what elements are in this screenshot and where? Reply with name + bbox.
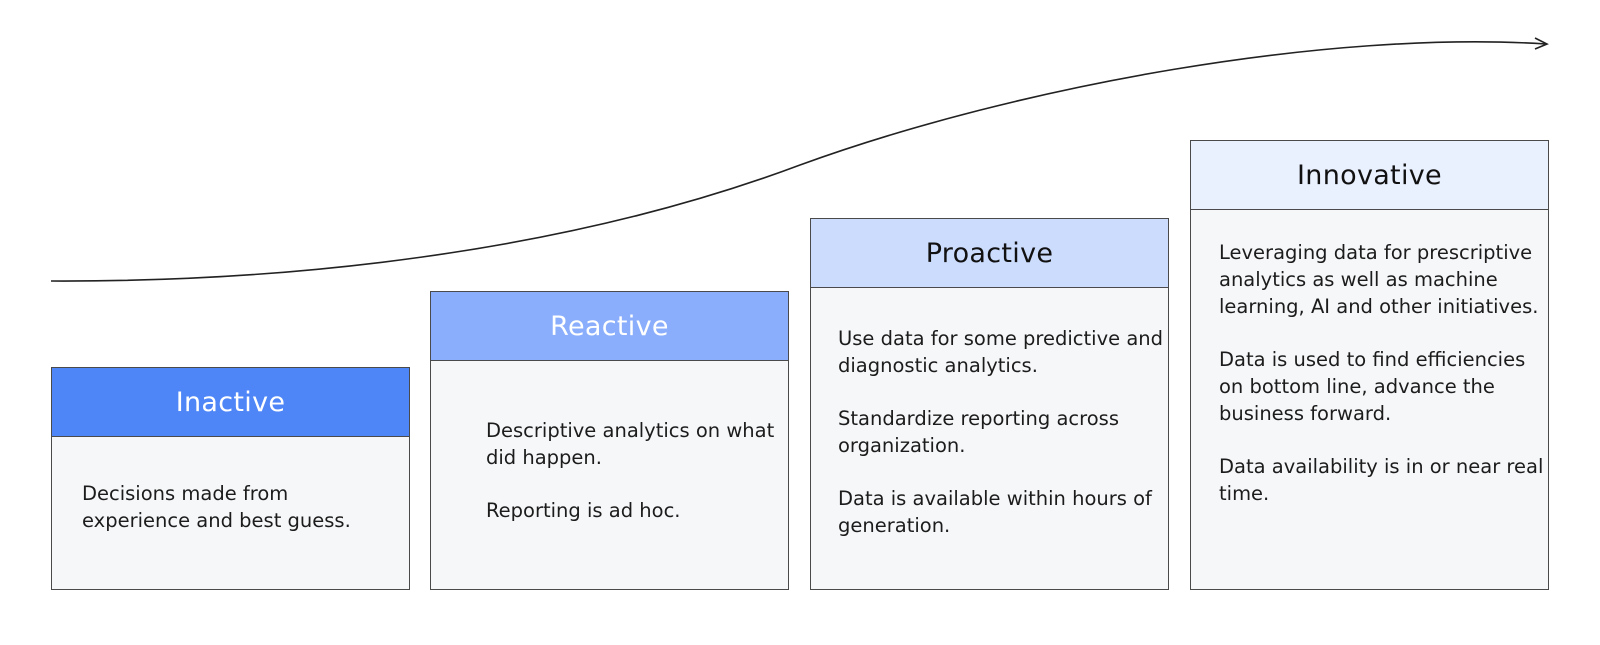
stage-description-line: Descriptive analytics on what did happen… xyxy=(486,419,775,469)
stage-description-line: Use data for some predictive and diagnos… xyxy=(838,327,1164,377)
stage-reactive: Reactive Descriptive analytics on what d… xyxy=(430,291,789,590)
stage-proactive: Proactive Use data for some predictive a… xyxy=(810,218,1169,590)
stage-description-line: Standardize reporting across organizatio… xyxy=(838,407,1119,457)
stage-description: Decisions made from experience and best … xyxy=(82,480,402,534)
stage-title: Inactive xyxy=(52,368,409,437)
stage-innovative: Innovative Leveraging data for prescript… xyxy=(1190,140,1549,590)
stage-description: Leveraging data for prescriptive analyti… xyxy=(1219,239,1544,507)
stage-description-line: Data availability is in or near real tim… xyxy=(1219,455,1544,505)
stage-description-line: Data is available within hours of genera… xyxy=(838,487,1152,537)
stage-title: Reactive xyxy=(431,292,788,361)
arrow-right-icon xyxy=(1534,37,1549,50)
stage-title: Innovative xyxy=(1191,141,1548,210)
stage-inactive: Inactive Decisions made from experience … xyxy=(51,367,410,590)
stage-description-line: Leveraging data for prescriptive analyti… xyxy=(1219,241,1539,318)
stage-description: Use data for some predictive and diagnos… xyxy=(838,325,1163,539)
stage-description-line: Reporting is ad hoc. xyxy=(486,499,681,522)
stage-description: Descriptive analytics on what did happen… xyxy=(486,417,776,524)
stage-description-line: Decisions made from experience and best … xyxy=(82,482,351,532)
stage-description-line: Data is used to find efficiencies on bot… xyxy=(1219,348,1526,425)
stage-title: Proactive xyxy=(811,219,1168,288)
